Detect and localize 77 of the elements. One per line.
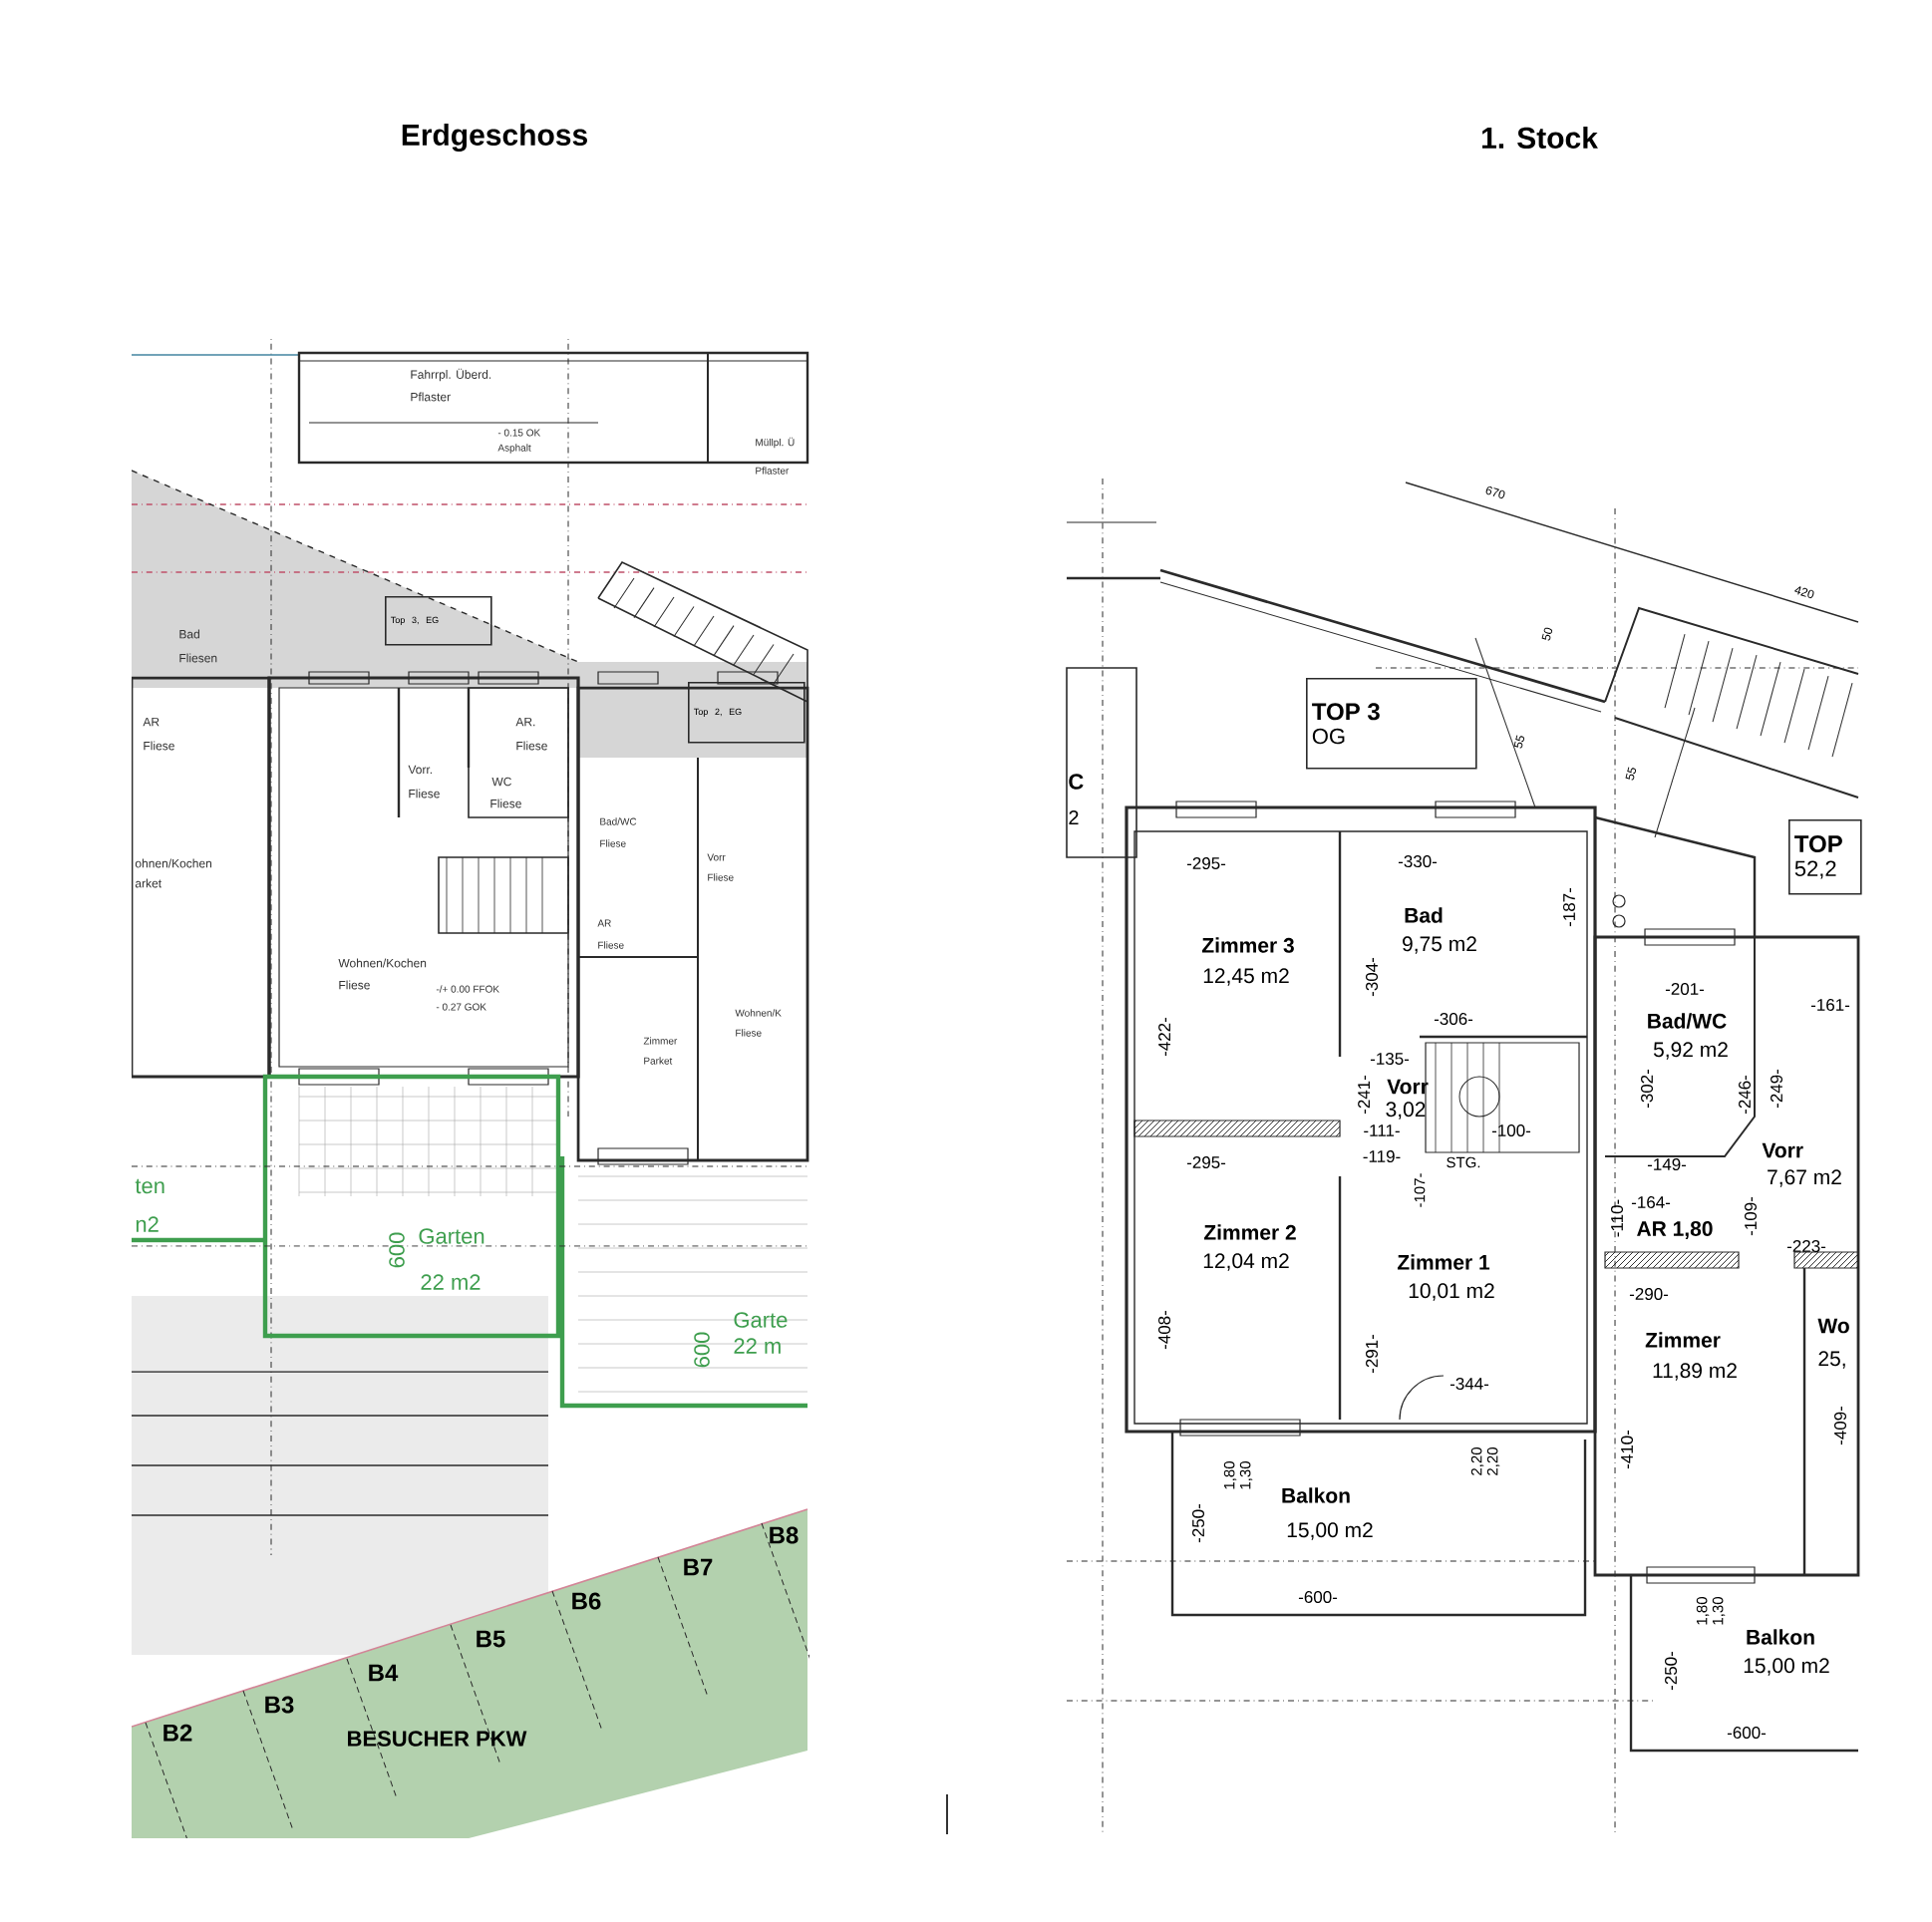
dimension-label: -295- bbox=[1186, 857, 1226, 869]
dimension-label: -111- bbox=[1364, 1124, 1400, 1136]
room-label: Bad/WC bbox=[1648, 1013, 1727, 1029]
area-label: 15,00 m2 bbox=[1744, 1658, 1829, 1676]
room-label: Bad bbox=[1405, 907, 1443, 923]
dimension-label: -306- bbox=[1434, 1013, 1473, 1025]
garden-label: Garten bbox=[419, 1228, 484, 1244]
dimension-label: -290- bbox=[1629, 1288, 1669, 1301]
area-label: 12,04 m2 bbox=[1203, 1253, 1289, 1271]
dimension-label: -164- bbox=[1631, 1196, 1671, 1208]
dimension-label: 600 bbox=[694, 1332, 710, 1368]
area-label: 5,92 m2 bbox=[1653, 1042, 1728, 1060]
parking-space-label: B2 bbox=[163, 1724, 192, 1742]
dimension-label: -119- bbox=[1363, 1150, 1401, 1162]
dimension-label: -249- bbox=[1771, 1069, 1783, 1109]
room-label: AR 1,80 bbox=[1637, 1221, 1713, 1239]
area-label: 3,02 bbox=[1386, 1102, 1426, 1120]
garden-label: 22 m bbox=[734, 1338, 781, 1354]
area-label: 12,45 m2 bbox=[1203, 968, 1289, 986]
room-label: C bbox=[1069, 774, 1084, 790]
area-label: 15,00 m2 bbox=[1287, 1522, 1373, 1540]
parking-space-label: B4 bbox=[369, 1664, 399, 1682]
room-label: Zimmer 2 bbox=[1203, 1224, 1296, 1240]
dimension-label: -344- bbox=[1449, 1378, 1489, 1391]
dimension-label: -409- bbox=[1834, 1406, 1847, 1445]
room-label: Zimmer bbox=[1645, 1332, 1721, 1348]
area-label: 7,67 m2 bbox=[1768, 1169, 1841, 1187]
heading: 1. Stock bbox=[1482, 127, 1598, 149]
dimension-label: -291- bbox=[1366, 1334, 1379, 1374]
parking-space-label: B6 bbox=[572, 1592, 601, 1610]
area-label: 25, bbox=[1818, 1351, 1845, 1369]
dimension-label: -161- bbox=[1810, 999, 1850, 1011]
dimension-label: -600- bbox=[1727, 1727, 1767, 1740]
dimension-label: -422- bbox=[1158, 1017, 1170, 1057]
dimension-label: -149- bbox=[1647, 1158, 1687, 1170]
parking-label: BESUCHER PKW bbox=[348, 1731, 527, 1747]
area-label: 2 bbox=[1069, 810, 1079, 824]
dimension-label: -330- bbox=[1398, 855, 1438, 867]
garden-label: Garte bbox=[734, 1312, 788, 1328]
garden-label: n2 bbox=[136, 1216, 159, 1232]
dimension-label: 600 bbox=[389, 1232, 405, 1268]
dimension-label: -187- bbox=[1563, 887, 1576, 927]
dimension-label: -109- bbox=[1745, 1196, 1758, 1236]
garden-label: ten bbox=[135, 1178, 164, 1194]
heading: Erdgeschoss bbox=[402, 123, 587, 153]
parking-space-label: B7 bbox=[684, 1558, 713, 1576]
dimension-label: -135- bbox=[1370, 1053, 1410, 1065]
dimension-label: -295- bbox=[1186, 1156, 1226, 1169]
dimension-label: -302- bbox=[1641, 1069, 1654, 1109]
dimension-label: -110- bbox=[1611, 1199, 1624, 1237]
dimension-label: -246- bbox=[1739, 1075, 1752, 1115]
dimension-label: -223- bbox=[1786, 1240, 1826, 1252]
parking-space-label: B5 bbox=[477, 1630, 505, 1648]
area-label: 10,01 m2 bbox=[1409, 1283, 1494, 1301]
room-label: Zimmer 3 bbox=[1201, 937, 1294, 953]
unit-label-box: TOP 3 OG bbox=[1306, 678, 1477, 770]
area-label: 9,75 m2 bbox=[1403, 936, 1476, 954]
room-label: Wo bbox=[1817, 1318, 1849, 1334]
dimension-label: -250- bbox=[1665, 1651, 1678, 1691]
parking-space-label: B3 bbox=[265, 1696, 294, 1714]
dimension-label: -304- bbox=[1366, 957, 1379, 997]
dimension-label: -408- bbox=[1158, 1310, 1170, 1350]
dimension-label: -410- bbox=[1621, 1430, 1634, 1469]
room-label: Zimmer 1 bbox=[1397, 1254, 1490, 1270]
dimension-label: -241- bbox=[1358, 1075, 1370, 1115]
unit-label-box: TOP 52,2 bbox=[1788, 819, 1862, 895]
parking-space-label: B8 bbox=[770, 1526, 799, 1544]
area-label: 11,89 m2 bbox=[1653, 1363, 1737, 1381]
dimension-label: -600- bbox=[1298, 1591, 1338, 1604]
room-label: Vorr bbox=[1762, 1142, 1803, 1158]
garden-label: 22 m2 bbox=[421, 1274, 481, 1290]
room-label: Balkon bbox=[1747, 1629, 1814, 1645]
room-label: Balkon bbox=[1282, 1487, 1350, 1503]
room-label: Vorr bbox=[1387, 1079, 1429, 1095]
dimension-label: -250- bbox=[1192, 1503, 1204, 1543]
dimension-label: -100- bbox=[1491, 1124, 1531, 1136]
dimension-label: -201- bbox=[1665, 983, 1705, 995]
